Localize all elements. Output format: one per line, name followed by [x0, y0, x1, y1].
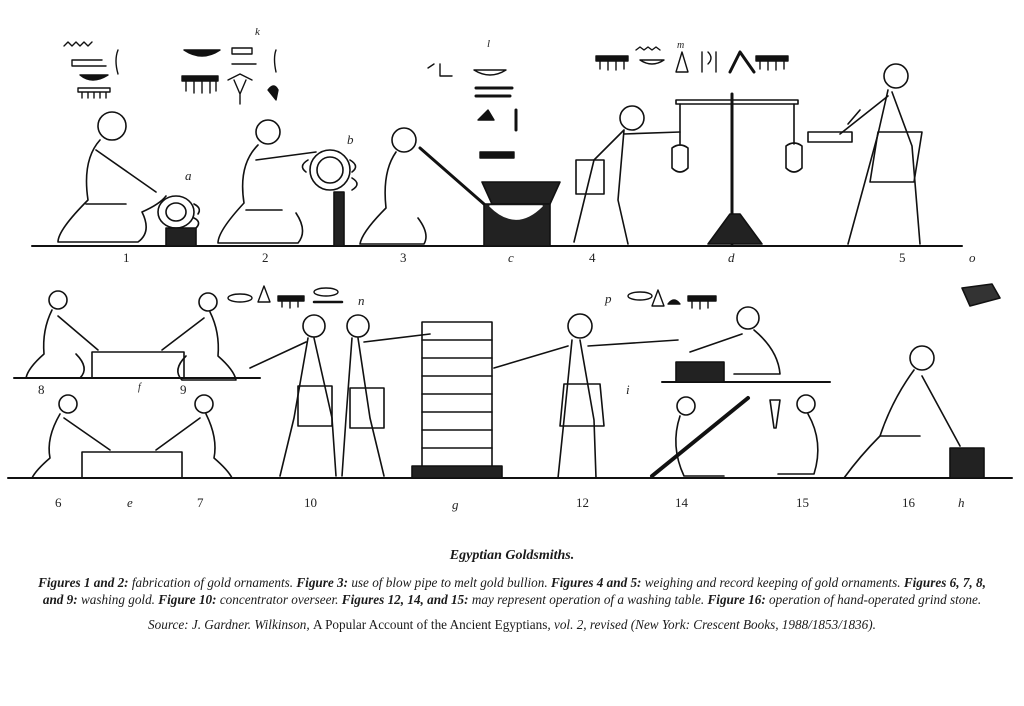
object-letter-a: a: [185, 168, 192, 183]
figure-number-15: 15: [796, 495, 809, 510]
hieroglyph-group-1: [63, 41, 119, 99]
figure-16-grinder: [843, 345, 961, 479]
figure-4-weigher: [573, 105, 681, 245]
figure-number-9: 9: [180, 382, 187, 397]
figure-3-blowpipe-worker: [359, 127, 486, 245]
stack-g: [411, 321, 503, 479]
stand-b: [333, 191, 345, 247]
object-letter-c: c: [508, 250, 514, 265]
figure-number-10: 10: [304, 495, 317, 510]
hieroglyph-letter-l: l: [487, 38, 491, 50]
figure-11-worker: [341, 314, 431, 477]
source-book-title: A Popular Account of the Ancient Egyptia…: [312, 617, 548, 632]
hieroglyph-column-l: [427, 63, 518, 159]
figure-14-worker: [650, 396, 750, 478]
object-letter-e: e: [127, 495, 133, 510]
hieroglyph-group-n: [227, 285, 344, 309]
furnace-c: [481, 181, 561, 247]
figure-number-4: 4: [589, 250, 596, 265]
washing-table-e: [31, 394, 233, 479]
hieroglyph-letter-k: k: [255, 26, 260, 38]
source-prefix: Source: J. Gardner. Wilkinson,: [148, 617, 313, 632]
washing-table-f: [25, 290, 237, 381]
object-letter-f: f: [138, 382, 141, 393]
figure-2-worker: [217, 119, 317, 244]
figure-5-scribe: [807, 63, 923, 245]
hieroglyph-letter-n: n: [358, 293, 365, 308]
figure-number-2: 2: [262, 250, 269, 265]
caption-text-1-2: fabrication of gold ornaments.: [128, 575, 297, 590]
figure-10-overseer: [249, 314, 337, 477]
object-letter-d: d: [728, 250, 735, 265]
figure-number-5: 5: [899, 250, 906, 265]
figure-number-3: 3: [400, 250, 407, 265]
source-rest: , vol. 2, revised (New York: Crescent Bo…: [547, 617, 876, 632]
seated-worker-i: [675, 306, 781, 383]
object-letter-g: g: [452, 497, 459, 512]
figure-number-8: 8: [38, 382, 45, 397]
hieroglyph-letter-p: p: [605, 291, 612, 306]
caption-title: Egyptian Goldsmiths.: [449, 548, 575, 563]
object-letter-b: b: [347, 132, 354, 147]
caption-text-16: operation of hand-operated grind stone.: [765, 592, 982, 607]
caption-figures-6-9: Figures 6, 7, 8, and 9:: [42, 575, 986, 607]
figure-number-14: 14: [675, 495, 688, 510]
object-letter-i: i: [626, 382, 630, 397]
figure-15-worker: [769, 394, 819, 475]
object-letter-o: o: [969, 250, 976, 265]
balance-scale-d: [671, 92, 803, 246]
figure-number-7: 7: [197, 495, 204, 510]
caption-text-10: concentrator overseer.: [216, 592, 342, 607]
hieroglyph-group-2: [181, 47, 279, 105]
caption-figures-4-5: Figures 4 and 5:: [550, 575, 642, 590]
anvil-block-a: [165, 227, 197, 247]
caption-figures-1-2: Figures 1 and 2:: [38, 575, 129, 590]
hieroglyph-group-p: [627, 289, 717, 310]
caption-text-12-15: may represent operation of a washing tab…: [468, 592, 708, 607]
caption-text-6-9: washing gold.: [77, 592, 159, 607]
hieroglyph-group-m: [595, 46, 789, 74]
figure-number-1: 1: [123, 250, 130, 265]
figure-number-16: 16: [902, 495, 915, 510]
object-letter-h: h: [958, 495, 965, 510]
caption-figure-3: Figure 3:: [296, 575, 349, 590]
hieroglyph-letter-m: m: [677, 40, 685, 51]
caption-source: Source: J. Gardner. Wilkinson, A Popular…: [62, 616, 962, 633]
vessel-b: [301, 149, 358, 191]
figure-12-worker: [493, 313, 679, 479]
illustration-plate: 1 2 3 c 4 d 5 o a b k l m 8 f 9 6 e 7 10…: [7, 26, 1013, 512]
figure-1-worker: [57, 111, 167, 243]
hatched-sign-o: [961, 283, 1001, 307]
caption-figure-10: Figure 10:: [158, 592, 217, 607]
grindstone-h: [949, 447, 985, 479]
figure-number-6: 6: [55, 495, 62, 510]
goldsmith-scene-drawing: [7, 41, 1013, 479]
figure-number-12: 12: [576, 495, 589, 510]
jar-a: [157, 195, 201, 229]
caption-figure-16: Figure 16:: [707, 592, 766, 607]
caption-figures-12-15: Figures 12, 14, and 15:: [341, 592, 469, 607]
caption-text-4-5: weighing and record keeping of gold orna…: [641, 575, 904, 590]
figure-caption: Egyptian Goldsmiths. Figures 1 and 2: fa…: [0, 548, 1024, 633]
caption-body: Figures 1 and 2: fabrication of gold orn…: [32, 574, 992, 608]
caption-text-3: use of blow pipe to melt gold bullion.: [348, 575, 551, 590]
